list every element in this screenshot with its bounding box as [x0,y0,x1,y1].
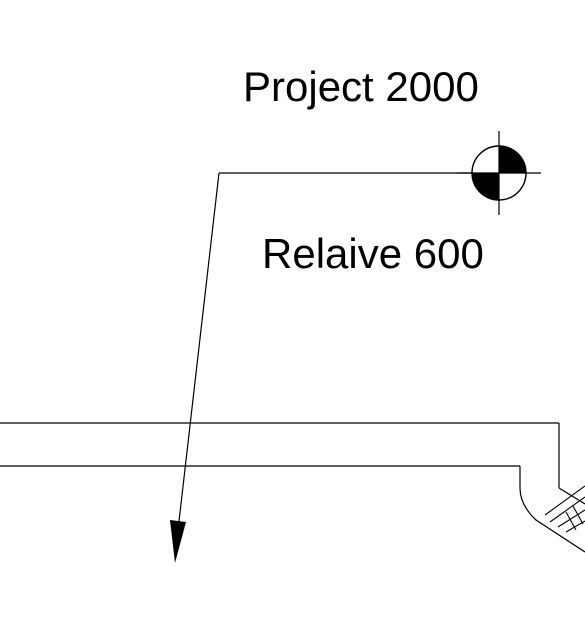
arrowhead-icon [170,520,186,563]
leader-line [177,172,499,531]
elevation-project-label: Project 2000 [243,63,479,110]
elevation-relative-label: Relaive 600 [262,230,484,277]
wall-outline [0,422,585,553]
spot-elevation-symbol-icon[interactable] [457,131,541,215]
wall-opening-detail [544,485,585,533]
